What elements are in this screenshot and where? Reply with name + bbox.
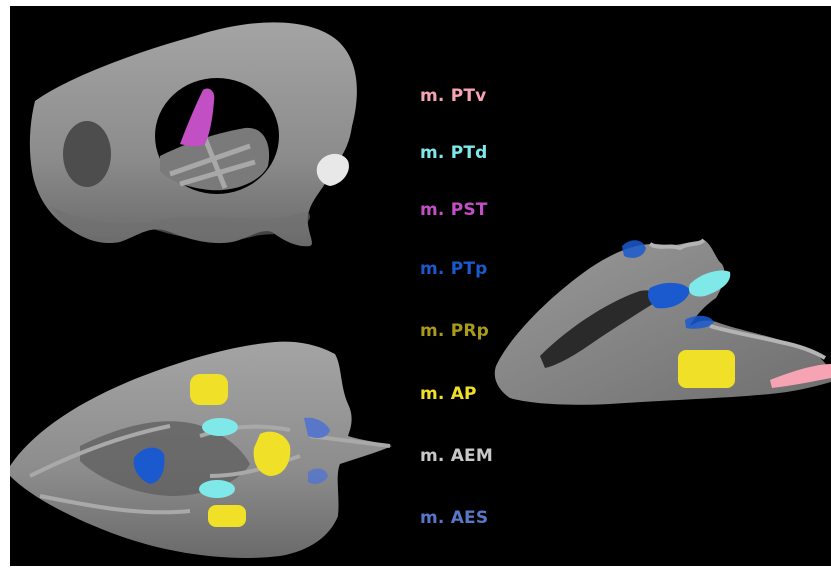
black-panel: m. PTv m. PTd m. PST m. PTp m. PRp m. AP… — [10, 6, 831, 566]
legend-label-ptv: m. PTv — [420, 86, 486, 106]
legend-label-aes: m. AES — [420, 508, 488, 528]
legend-label-prp: m. PRp — [420, 321, 489, 341]
mandible-view — [495, 240, 831, 405]
skull-ventral-view — [10, 342, 392, 558]
skull-lateral-view — [30, 22, 357, 246]
legend-label-aem: m. AEM — [420, 446, 493, 466]
ap-muscle-patch-ventral-lower — [208, 505, 246, 527]
legend-label-ap: m. AP — [420, 384, 477, 404]
nasal-opening — [63, 121, 111, 187]
ap-muscle-patch-ventral-upper — [190, 374, 228, 405]
ptd-muscle-patch-ventral-lower — [199, 480, 235, 498]
ptd-muscle-patch-ventral-upper — [202, 418, 238, 436]
legend-label-ptp: m. PTp — [420, 259, 488, 279]
legend-label-pst: m. PST — [420, 200, 488, 220]
ap-muscle-patch-jaw — [678, 350, 735, 388]
legend-label-ptd: m. PTd — [420, 143, 488, 163]
